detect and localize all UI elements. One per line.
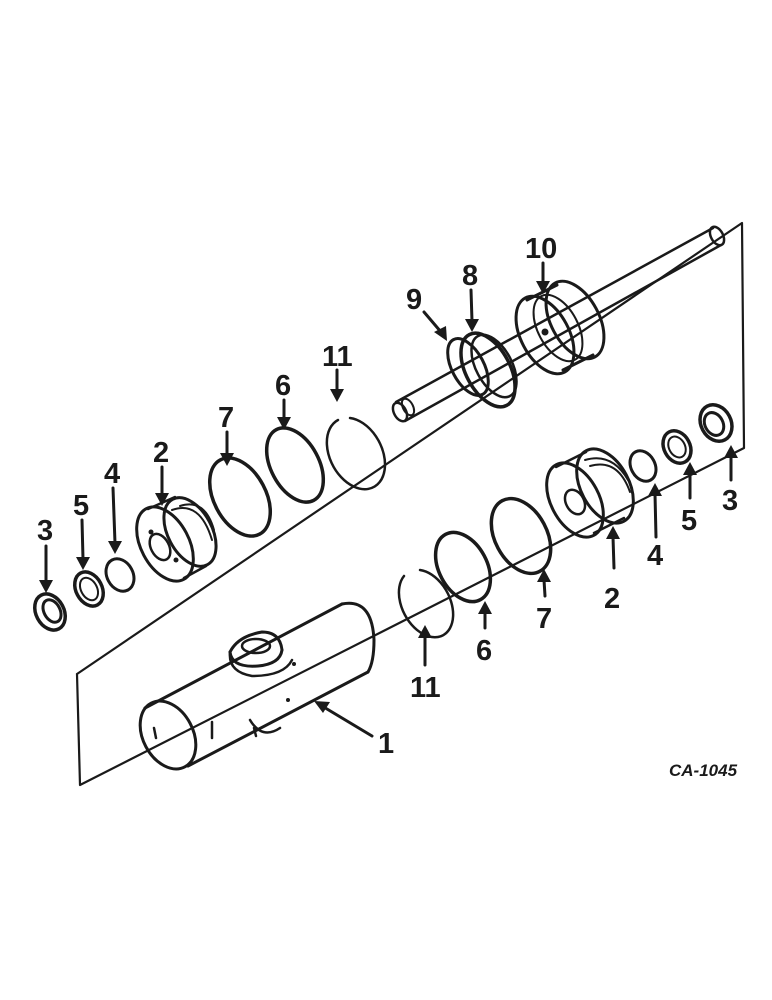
piston-ring <box>459 331 518 409</box>
backup-ring-large-upper <box>264 426 326 504</box>
background-plane <box>75 221 746 787</box>
o-ring-small-right <box>628 449 658 483</box>
callout-3-right: 3 <box>722 485 738 517</box>
cylinder-housing <box>138 601 376 771</box>
callout-8: 8 <box>462 260 478 292</box>
backup-ring-large-lower <box>433 530 493 604</box>
o-ring-large-lower <box>489 496 553 576</box>
callout-2-left: 2 <box>153 437 169 469</box>
piston-o-ring <box>446 337 490 397</box>
callout-4-right: 4 <box>647 540 663 572</box>
callout-5-right: 5 <box>681 505 697 537</box>
callout-1: 1 <box>378 728 394 760</box>
gland-right <box>545 447 635 539</box>
callout-labels: 1 2 2 3 3 4 4 5 5 6 6 7 7 8 9 10 11 11 <box>37 233 738 760</box>
piston <box>514 279 606 376</box>
snap-ring-lower <box>397 568 455 639</box>
callout-4-left: 4 <box>104 458 120 490</box>
callout-7-right: 7 <box>536 603 552 635</box>
backup-ring-small-left <box>72 570 106 608</box>
callout-3-left: 3 <box>37 515 53 547</box>
gland-left <box>135 495 218 583</box>
callout-9: 9 <box>406 284 422 316</box>
callout-11-right: 11 <box>410 672 441 704</box>
callout-10: 10 <box>525 233 557 265</box>
wiper-left <box>33 592 67 632</box>
callout-7-left: 7 <box>218 402 234 434</box>
callout-2-right: 2 <box>604 583 620 615</box>
callout-arrows <box>39 261 738 738</box>
callout-6-right: 6 <box>476 635 492 667</box>
callout-6-left: 6 <box>275 370 291 402</box>
o-ring-large-upper <box>207 456 273 538</box>
o-ring-small-left <box>104 557 136 593</box>
callout-11-left: 11 <box>322 341 353 373</box>
piston-rod <box>391 225 726 423</box>
snap-ring-upper <box>325 416 387 491</box>
backup-ring-small-right <box>661 429 693 465</box>
wiper-right <box>698 403 734 443</box>
callout-5-left: 5 <box>73 490 89 522</box>
drawing-code: CA-1045 <box>669 761 738 780</box>
